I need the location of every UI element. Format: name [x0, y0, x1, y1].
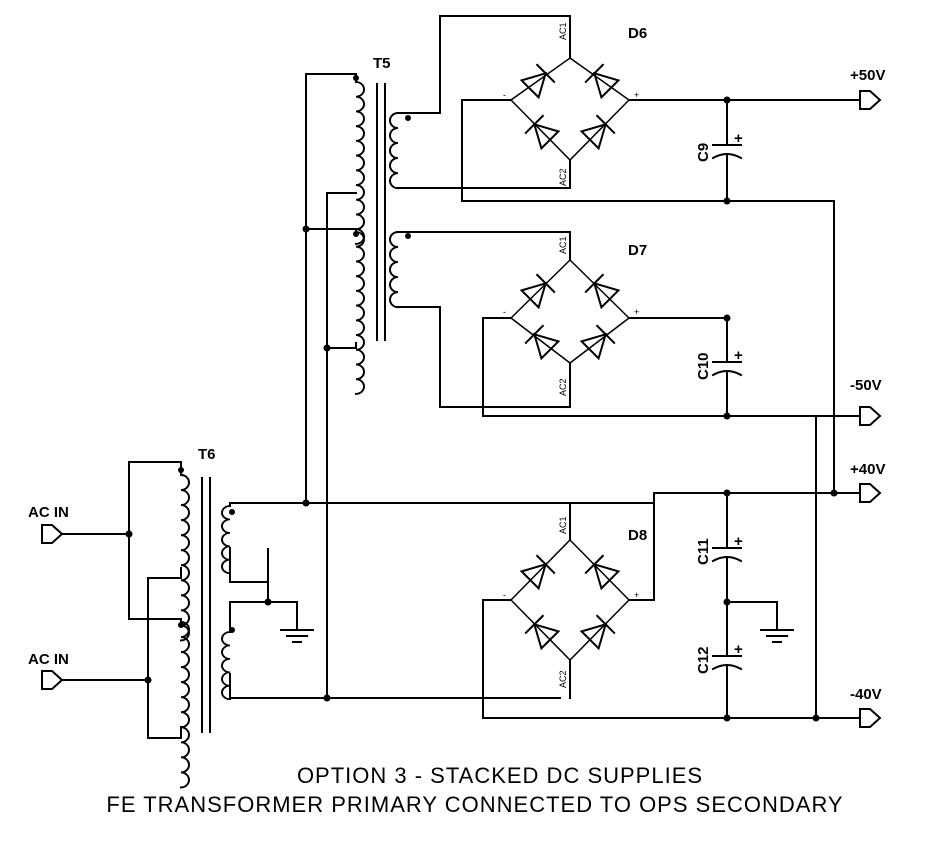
output-arrow-plus50 — [859, 90, 881, 110]
ac-in-arrow-1 — [41, 524, 63, 544]
pin-d7-ac2: AC2 — [558, 378, 568, 396]
pin-d8-minus: - — [503, 590, 506, 600]
label-minus50: -50V — [850, 377, 882, 394]
capacitor-c9 — [711, 96, 743, 205]
output-arrow-minus50 — [859, 406, 881, 426]
capacitor-c10 — [711, 314, 743, 420]
capacitor-c11 — [711, 489, 743, 603]
label-c9: C9 — [695, 143, 712, 162]
label-d8: D8 — [628, 527, 647, 544]
pin-d8-ac2: AC2 — [558, 670, 568, 688]
label-t5: T5 — [373, 55, 391, 72]
t6-secondary-wiring — [229, 499, 655, 702]
polarity-c11: + — [734, 533, 743, 550]
pin-d8-plus: + — [634, 590, 639, 600]
caption-line-2: FE TRANSFORMER PRIMARY CONNECTED TO OPS … — [106, 792, 843, 817]
bridge-d6 — [461, 57, 861, 494]
t5-primary-wiring — [302, 73, 357, 699]
label-t6: T6 — [198, 446, 216, 463]
output-arrow-plus40 — [859, 483, 881, 503]
output-arrow-minus40 — [859, 708, 881, 728]
capacitor-c12 — [711, 598, 743, 722]
pin-d6-plus: + — [634, 90, 639, 100]
label-c12: C12 — [695, 646, 712, 674]
pin-d7-minus: - — [503, 307, 506, 317]
label-c10: C10 — [695, 352, 712, 380]
bridge-d7 — [482, 258, 861, 417]
polarity-c12: + — [734, 641, 743, 658]
label-minus40: -40V — [850, 686, 882, 703]
ac-in-arrow-2 — [41, 670, 63, 690]
bridge-d8 — [482, 492, 861, 719]
pin-d7-ac1: AC1 — [558, 236, 568, 254]
pin-d6-ac2: AC2 — [558, 168, 568, 186]
t5-secondary-wiring — [397, 15, 571, 408]
label-d7: D7 — [628, 242, 647, 259]
label-ac-in-2: AC IN — [28, 651, 69, 668]
label-ac-in-1: AC IN — [28, 504, 69, 521]
transformer-t6 — [178, 467, 235, 789]
label-d6: D6 — [628, 25, 647, 42]
pin-d7-plus: + — [634, 307, 639, 317]
midpoint-ground — [726, 601, 794, 643]
label-plus50: +50V — [850, 67, 885, 84]
label-plus40: +40V — [850, 461, 885, 478]
transformer-t5 — [353, 75, 411, 395]
pin-d6-minus: - — [503, 90, 506, 100]
polarity-c10: + — [734, 347, 743, 364]
polarity-c9: + — [734, 130, 743, 147]
t6-primary-wiring — [41, 461, 182, 739]
pin-d6-ac1: AC1 — [558, 22, 568, 40]
pin-d8-ac1: AC1 — [558, 516, 568, 534]
caption-line-1: OPTION 3 - STACKED DC SUPPLIES — [297, 763, 703, 788]
label-c11: C11 — [695, 538, 712, 565]
